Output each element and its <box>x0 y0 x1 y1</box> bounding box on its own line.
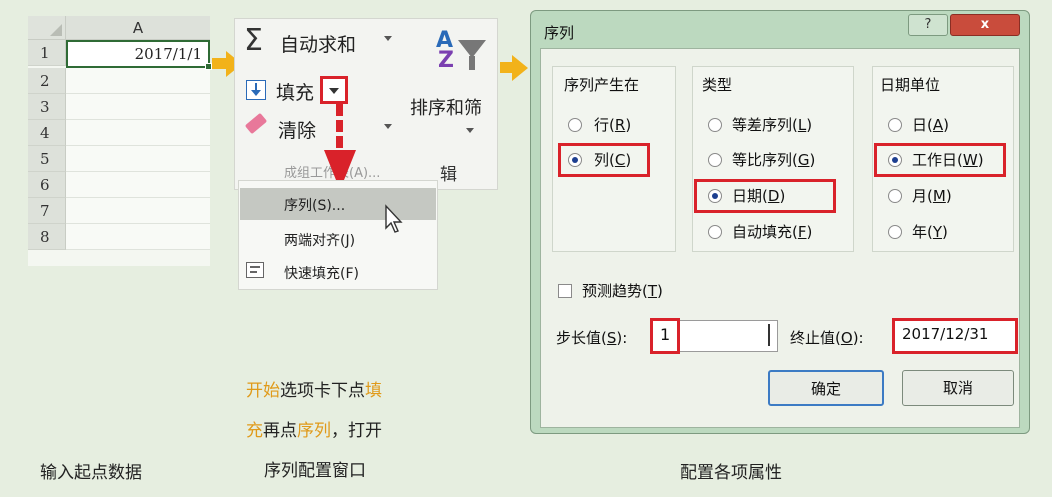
row-header[interactable]: 1 <box>28 40 66 66</box>
chevron-down-icon[interactable] <box>466 128 474 133</box>
row-header[interactable]: 4 <box>28 120 66 146</box>
cell[interactable] <box>66 224 210 250</box>
radio-year-label[interactable]: 年(Y) <box>912 223 948 241</box>
text-cursor-icon <box>768 324 770 346</box>
row-header[interactable]: 8 <box>28 224 66 250</box>
radio-weekday[interactable] <box>888 153 902 167</box>
home-ribbon-editing-group <box>234 18 498 190</box>
caption-step2-line1: 开始选项卡下点填 <box>246 381 382 401</box>
radio-autofill-label[interactable]: 自动填充(F) <box>732 223 813 241</box>
caption-step2-line2: 充再点序列，打开 <box>246 421 382 441</box>
editing-group-label: 辑 <box>440 165 457 185</box>
spreadsheet: A 1 2 3 4 5 6 7 8 2017/1/1 <box>28 16 212 266</box>
autosum-button[interactable]: 自动求和 <box>280 34 357 56</box>
highlight-box <box>558 143 650 177</box>
highlight-box <box>650 318 680 354</box>
clear-button[interactable]: 清除 <box>278 120 317 142</box>
radio-date[interactable] <box>708 189 722 203</box>
cell[interactable] <box>66 172 210 198</box>
dialog-title: 序列 <box>544 24 575 42</box>
row-header[interactable]: 6 <box>28 172 66 198</box>
fill-handle[interactable] <box>205 63 212 70</box>
close-button[interactable]: x <box>950 14 1020 36</box>
radio-month[interactable] <box>888 189 902 203</box>
radio-linear-label[interactable]: 等差序列(L) <box>732 116 813 134</box>
caption-step1: 输入起点数据 <box>40 463 142 483</box>
caption-step3: 配置各项属性 <box>680 463 782 483</box>
cell-a1[interactable]: 2017/1/1 <box>66 40 210 68</box>
radio-column[interactable] <box>568 153 582 167</box>
radio-linear[interactable] <box>708 118 722 132</box>
radio-year[interactable] <box>888 225 902 239</box>
stop-value-input[interactable] <box>894 320 1016 352</box>
menu-item-series[interactable]: 序列(S)... <box>284 198 346 214</box>
radio-column-label[interactable]: 列(C) <box>594 151 632 169</box>
trend-checkbox[interactable] <box>558 284 572 298</box>
cell[interactable] <box>66 94 210 120</box>
menu-item-justify[interactable]: 两端对齐(J) <box>284 233 356 249</box>
radio-date-label[interactable]: 日期(D) <box>732 187 786 205</box>
radio-growth-label[interactable]: 等比序列(G) <box>732 151 816 169</box>
step-value-label: 步长值(S): <box>556 329 628 347</box>
mouse-cursor-icon <box>385 204 403 233</box>
stop-value-text: 2017/12/31 <box>902 325 989 343</box>
chevron-down-icon[interactable] <box>384 36 392 41</box>
red-dash-arrow-segment <box>336 136 343 148</box>
help-button[interactable]: ? <box>908 14 948 36</box>
step-value-text: 1 <box>660 325 671 344</box>
fill-down-icon[interactable] <box>246 80 266 100</box>
fill-button[interactable]: 填充 <box>276 82 315 104</box>
menu-item-flash-fill[interactable]: 快速填充(F) <box>284 266 359 282</box>
menu-item-highlight <box>240 188 436 220</box>
sort-filter-icon-z: Z <box>438 48 454 73</box>
row-header[interactable]: 5 <box>28 146 66 172</box>
filter-funnel-icon <box>458 40 486 58</box>
highlight-box <box>892 318 1018 354</box>
step-arrow-shaft <box>500 62 514 73</box>
row-header[interactable]: 2 <box>28 68 66 94</box>
radio-day[interactable] <box>888 118 902 132</box>
sort-filter-button[interactable]: 排序和筛 <box>410 98 482 119</box>
cell[interactable] <box>66 120 210 146</box>
date-unit-title: 日期单位 <box>880 76 941 94</box>
cancel-button[interactable]: 取消 <box>902 370 1014 406</box>
radio-weekday-label[interactable]: 工作日(W) <box>912 151 984 169</box>
caption-step2-line3: 序列配置窗口 <box>264 461 366 481</box>
column-header-a[interactable]: A <box>66 16 210 40</box>
ok-button[interactable]: 确定 <box>768 370 884 406</box>
series-in-title: 序列产生在 <box>564 76 640 94</box>
radio-growth[interactable] <box>708 153 722 167</box>
radio-row[interactable] <box>568 118 582 132</box>
row-header[interactable]: 7 <box>28 198 66 224</box>
radio-day-label[interactable]: 日(A) <box>912 116 949 134</box>
flash-fill-icon <box>246 262 264 278</box>
sort-filter-icon[interactable]: A <box>436 28 454 53</box>
chevron-down-icon[interactable] <box>384 124 392 129</box>
row-header[interactable]: 3 <box>28 94 66 120</box>
chevron-down-icon <box>329 88 339 94</box>
highlight-box <box>694 179 836 213</box>
red-dash-arrow-segment <box>336 120 343 132</box>
type-title: 类型 <box>702 76 733 94</box>
step-arrow-icon <box>512 55 528 81</box>
radio-row-label[interactable]: 行(R) <box>594 116 632 134</box>
trend-checkbox-label[interactable]: 预测趋势(T) <box>582 282 663 300</box>
select-all-corner[interactable] <box>28 16 66 40</box>
cell[interactable] <box>66 68 210 94</box>
step-arrow-shaft <box>212 58 228 69</box>
red-dash-arrow-segment <box>336 104 343 116</box>
radio-autofill[interactable] <box>708 225 722 239</box>
cell[interactable] <box>66 146 210 172</box>
filter-funnel-stem <box>469 56 475 70</box>
cell[interactable] <box>66 198 210 224</box>
autosum-icon[interactable]: Σ <box>244 23 263 58</box>
highlight-box <box>874 143 1006 177</box>
stop-value-label: 终止值(O): <box>790 329 864 347</box>
radio-month-label[interactable]: 月(M) <box>912 187 952 205</box>
